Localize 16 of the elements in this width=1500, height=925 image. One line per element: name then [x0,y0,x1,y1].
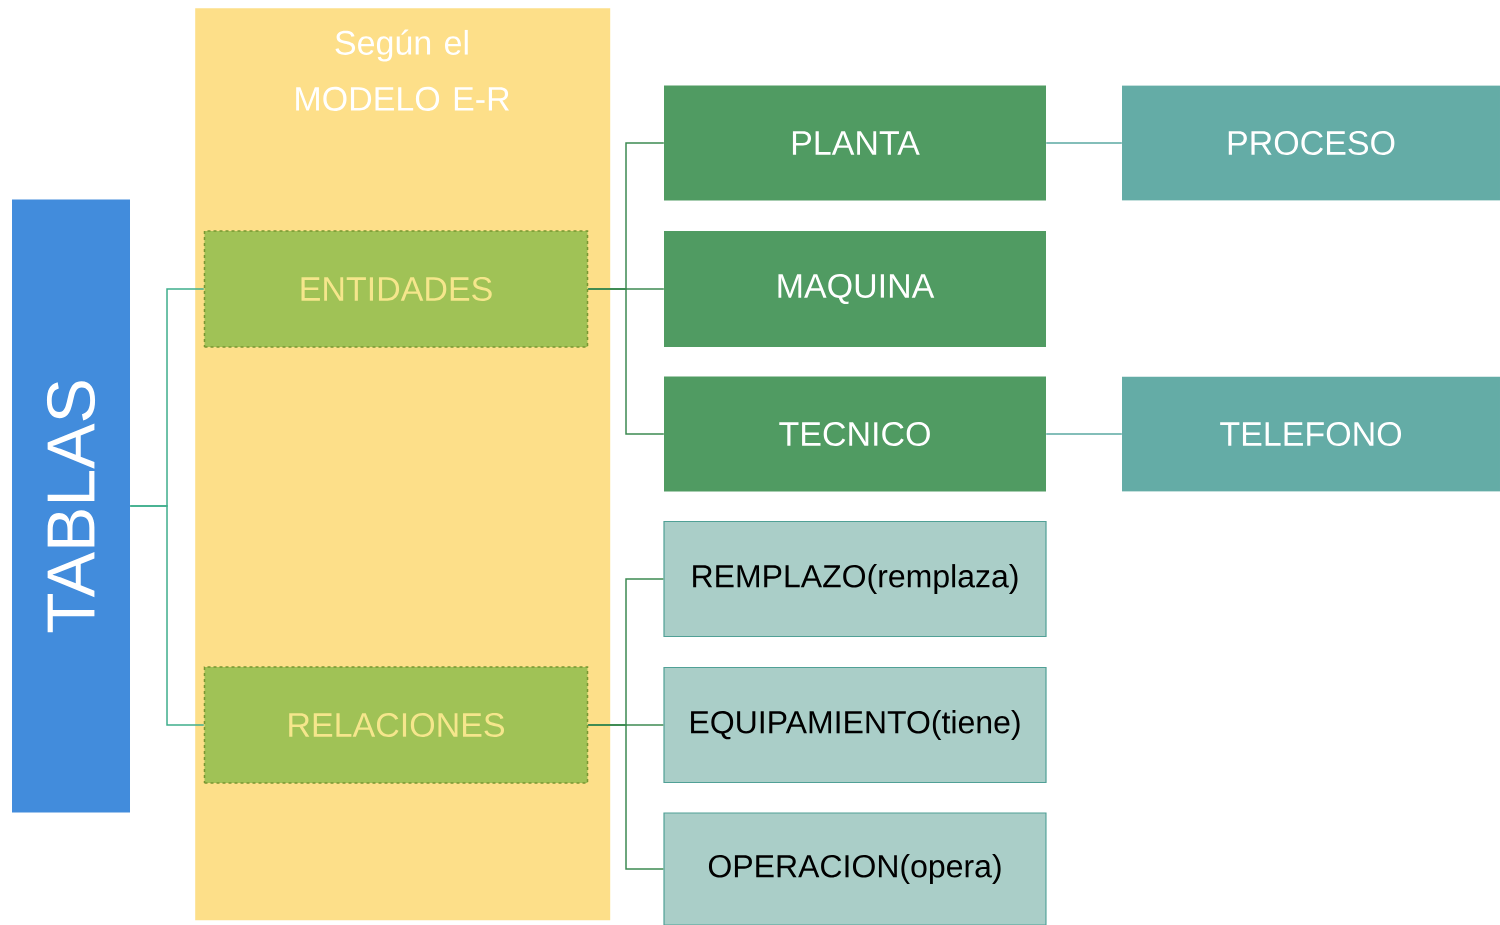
entity-box: PLANTA [664,85,1046,201]
group-box: RELACIONES [203,666,589,784]
connector-line [129,505,205,726]
attribute-box: TELEFONO [1122,376,1500,492]
entity-box: TECNICO [664,376,1046,492]
group-box: ENTIDADES [203,230,589,348]
connector-line [1045,142,1123,144]
side-bar: TABLAS [12,199,130,813]
relation-box: REMPLAZO(remplaza) [663,520,1047,638]
connector-line [1045,433,1123,435]
connector-line [587,288,665,435]
attribute-box: PROCESO [1122,85,1500,201]
entity-box: MAQUINA [664,231,1046,347]
relation-box: EQUIPAMIENTO(tiene) [663,666,1047,784]
relation-box: OPERACION(opera) [663,812,1047,925]
connector-line [587,724,665,870]
